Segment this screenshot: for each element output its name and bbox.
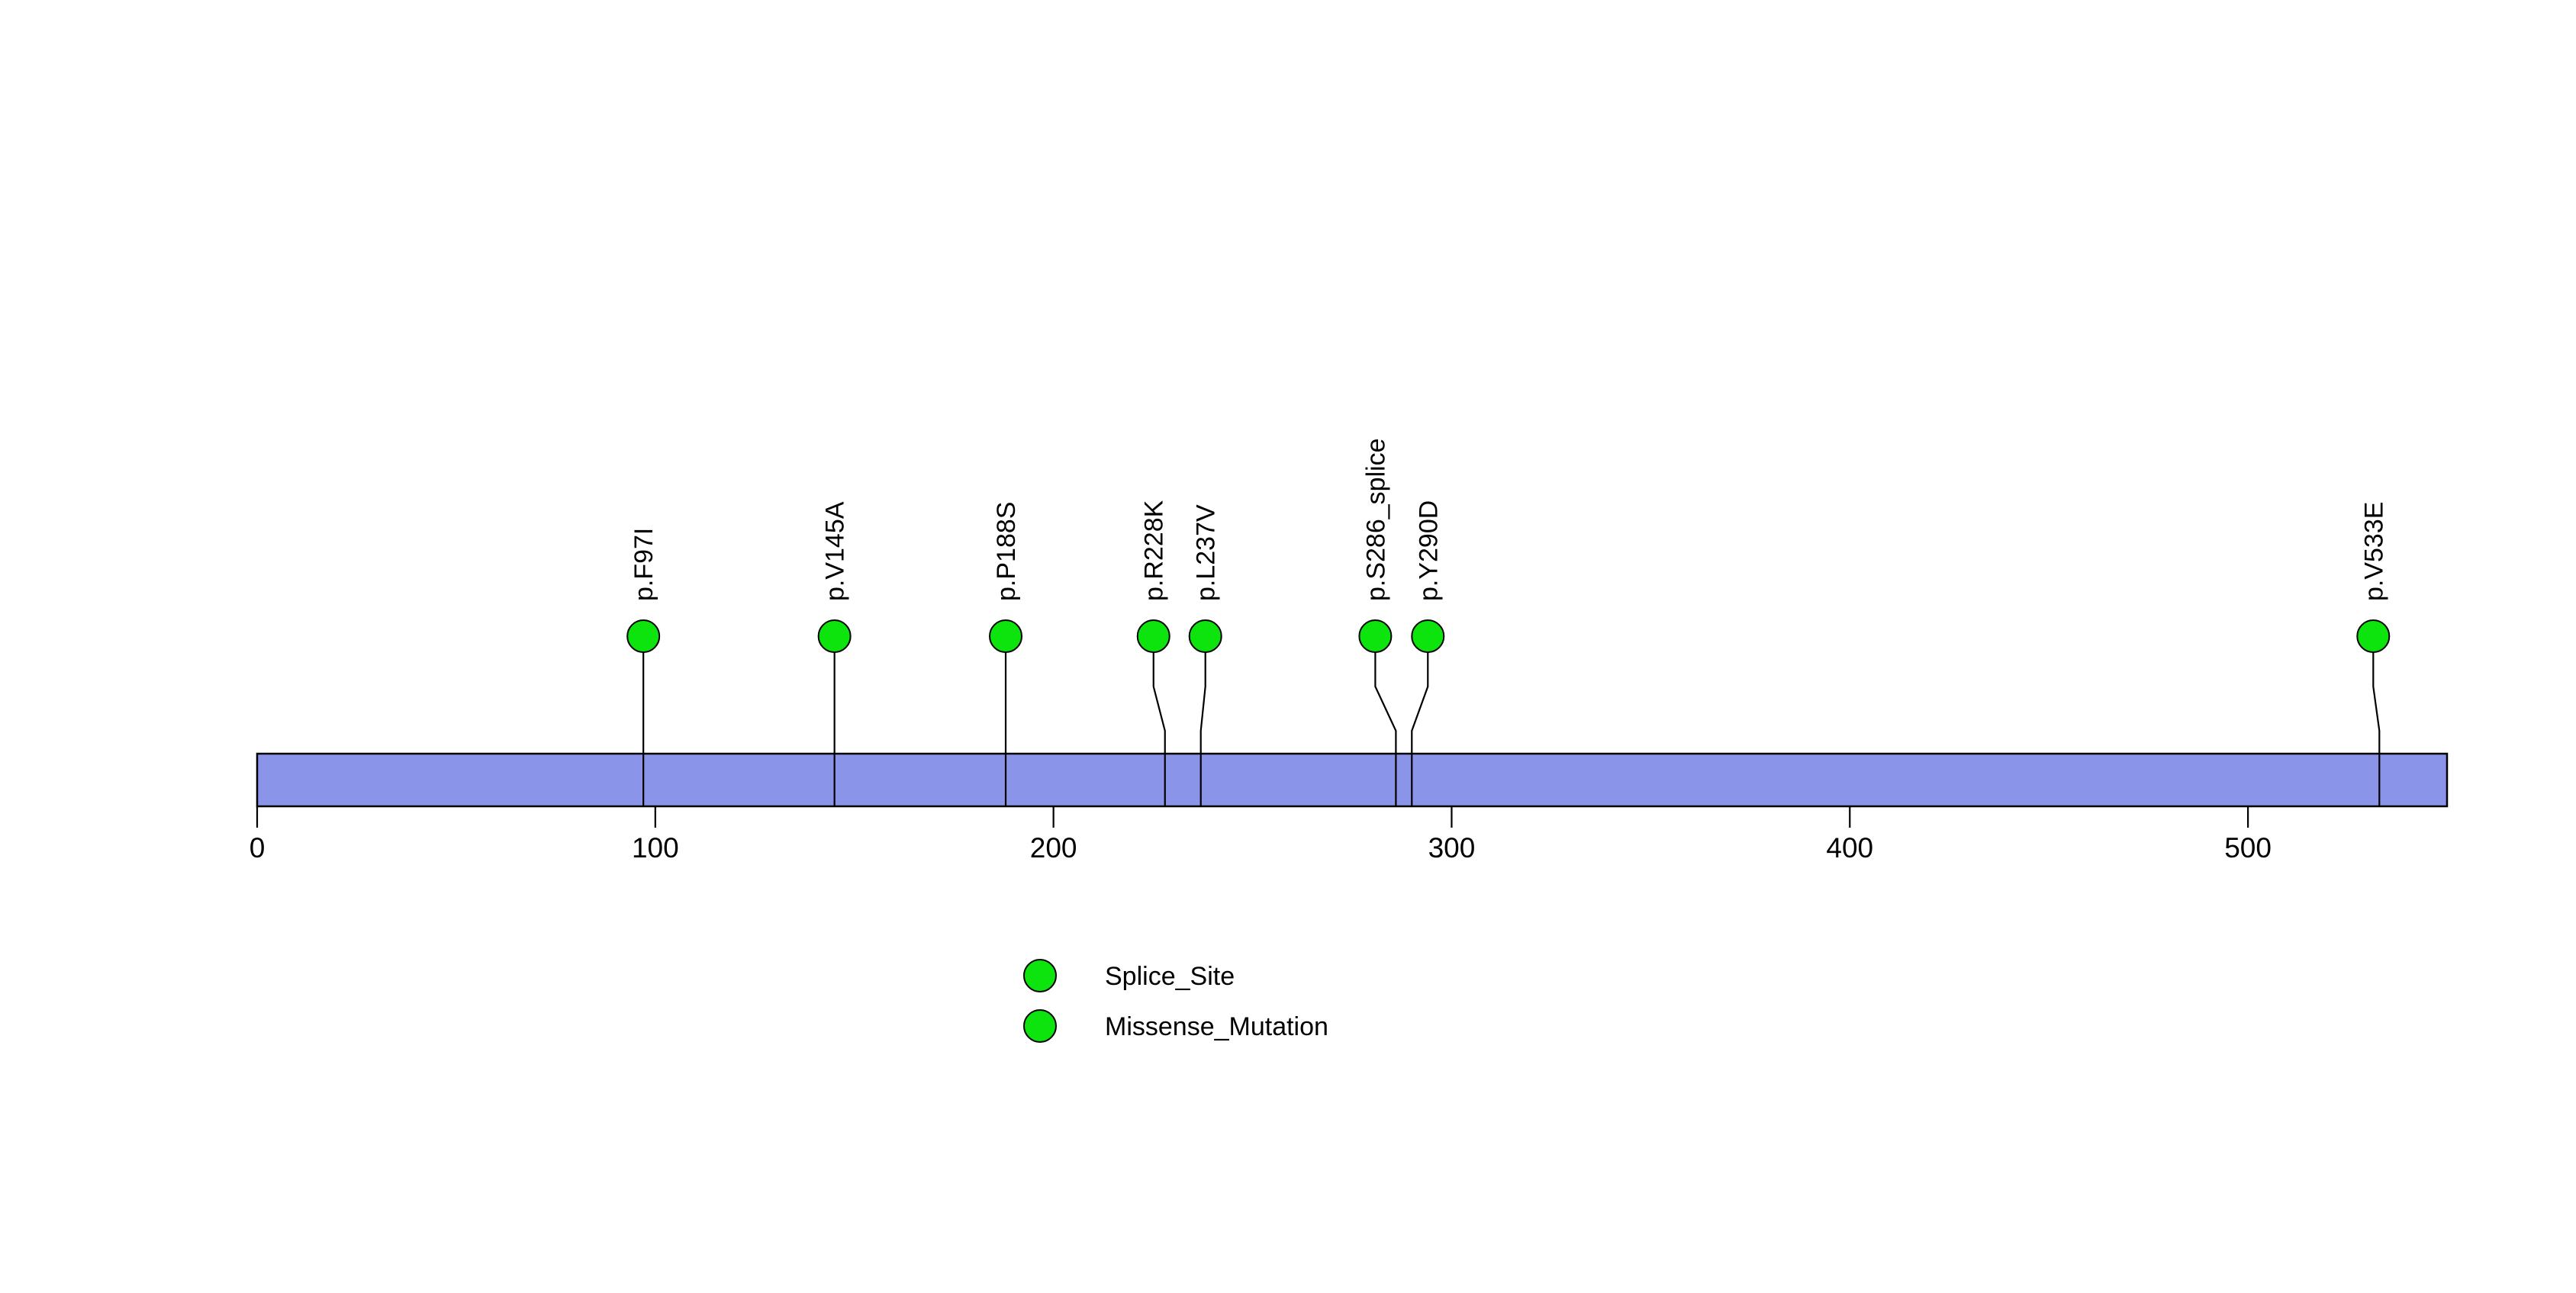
- mutation-circle: [989, 619, 1023, 653]
- mutation-stem: [2372, 652, 2381, 806]
- axis-tick-label: 300: [1428, 832, 1476, 864]
- mutation-stem: [1374, 652, 1397, 806]
- mutation-label: p.V533E: [2359, 502, 2388, 601]
- mutation-circle: [2356, 619, 2391, 653]
- mutation-label: p.S286_splice: [1361, 438, 1390, 601]
- mutation-circle: [1188, 619, 1222, 653]
- mutation-label: p.V145A: [821, 501, 850, 601]
- mutation-label: p.P188S: [992, 502, 1021, 601]
- mutation-stem: [1199, 652, 1206, 806]
- axis-tick-label: 500: [2224, 832, 2272, 864]
- axis-tick-label: 200: [1030, 832, 1077, 864]
- axis-tick-label: 0: [250, 832, 266, 864]
- axis-tick-label: 400: [1826, 832, 1873, 864]
- mutation-stem: [1411, 652, 1429, 806]
- legend-label-missense-mutation: Missense_Mutation: [1105, 1012, 1328, 1041]
- mutation-label: p.F97I: [630, 528, 658, 601]
- mutation-circle: [626, 619, 661, 653]
- legend-label-splice-site: Splice_Site: [1105, 962, 1235, 991]
- legend-swatch-splice-site: [1023, 959, 1057, 992]
- mutation-circle: [1358, 619, 1393, 653]
- mutation-label: p.Y290D: [1414, 500, 1443, 601]
- mutation-stem: [1152, 652, 1166, 806]
- protein-backbone-bar: [256, 752, 2449, 808]
- mutation-circle: [1136, 619, 1170, 653]
- mutation-label: p.L237V: [1192, 504, 1221, 601]
- mutation-label: p.R228K: [1140, 500, 1169, 601]
- mutation-circle: [817, 619, 852, 653]
- axis-tick-label: 100: [632, 832, 679, 864]
- legend-swatch-missense-mutation: [1023, 1009, 1057, 1043]
- mutation-circle: [1411, 619, 1445, 653]
